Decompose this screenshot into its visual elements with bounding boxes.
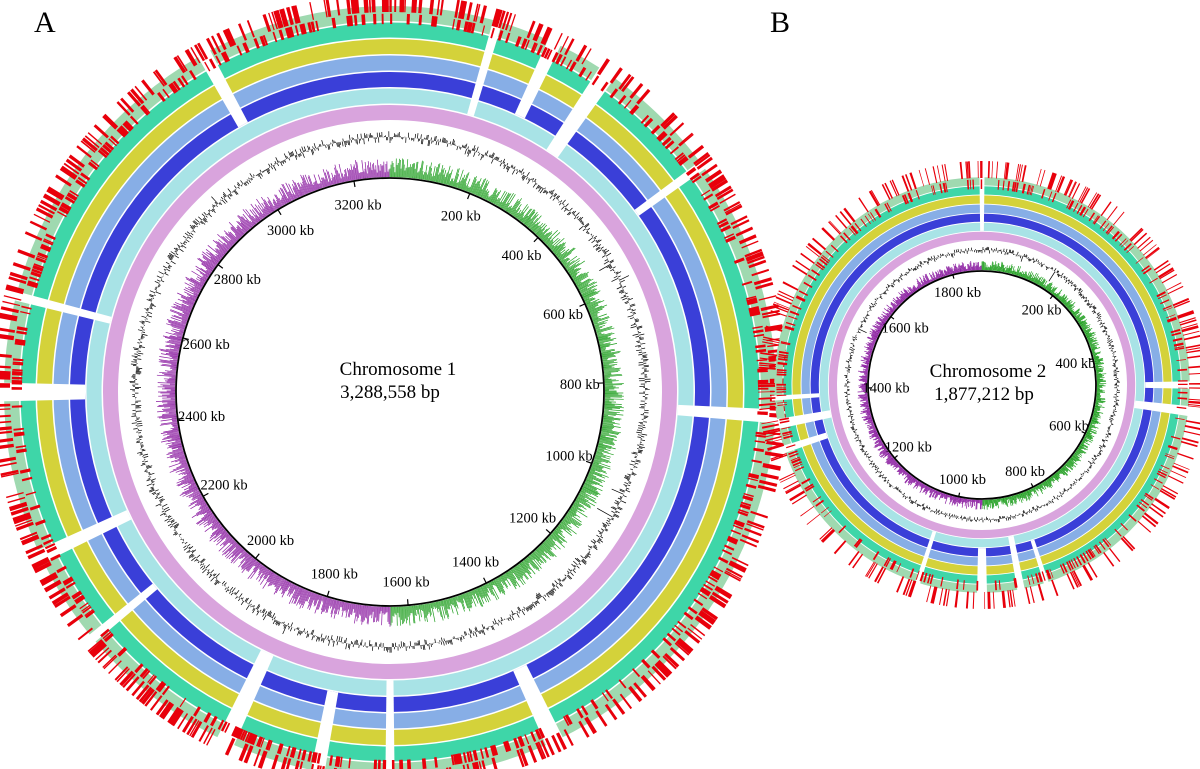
ring-gap — [677, 404, 780, 424]
tick-mark — [958, 492, 961, 497]
tick-mark — [277, 209, 282, 216]
backbone-circle — [867, 270, 1097, 500]
tick-mark — [467, 193, 471, 200]
tick-mark — [483, 577, 487, 584]
gc-skew-positive-track — [389, 158, 624, 626]
ring-gap — [976, 548, 988, 596]
tick-mark — [894, 455, 898, 459]
tick-mark — [202, 492, 209, 497]
tick-mark — [177, 417, 184, 420]
tick-mark — [326, 590, 330, 597]
tick-label: 1200 kb — [885, 440, 932, 456]
ring-gap — [514, 36, 563, 119]
tick-label: 800 kb — [560, 377, 600, 393]
tick-label: 400 kb — [1055, 356, 1095, 372]
ring-gap — [1008, 535, 1026, 593]
ring-gap — [34, 510, 132, 565]
ring-lavender — [828, 231, 1136, 539]
tick-mark — [182, 337, 189, 341]
tick-mark — [255, 553, 260, 559]
gc-content-track — [129, 131, 651, 653]
ring-gap — [0, 382, 86, 402]
tick-label: 2000 kb — [247, 533, 294, 549]
tick-mark — [1081, 431, 1086, 434]
tick-label: 600 kb — [543, 307, 583, 323]
chromosome-2-rings — [758, 161, 1200, 609]
tick-label: 3000 kb — [267, 223, 314, 239]
chromosome-1-ticks: 200 kb 400 kb 600 kb 800 kb 1000 kb 1200 kb 14… — [175, 177, 605, 607]
tick-label: 2400 kb — [178, 409, 225, 425]
chromosome-2-ticks: 200 kb 400 kb 600 kb 800 kb 1000 kb 1200 kb 14… — [862, 270, 1097, 500]
tick-label: 200 kb — [441, 209, 481, 225]
chromosome-2-map: 200 kb 400 kb 600 kb 800 kb 1000 kb 1200 kb 14… — [758, 6, 1200, 609]
gc-skew-positive-track — [981, 261, 1107, 510]
tick-label: 1400 kb — [452, 555, 499, 571]
gc-content-track — [844, 246, 1120, 523]
ring-gap — [385, 680, 395, 769]
ring-gap — [86, 583, 158, 644]
tick-mark — [890, 316, 895, 320]
tick-label: 1800 kb — [934, 285, 981, 301]
ring-lavender — [103, 105, 677, 679]
tick-mark — [533, 237, 539, 243]
tick-label: 1000 kb — [939, 472, 986, 488]
gc-skew-negative-track — [155, 159, 391, 627]
ring-gap — [215, 650, 274, 749]
tick-mark — [1049, 295, 1054, 300]
tick-label: 3200 kb — [334, 198, 381, 214]
panel-label-a: A — [34, 6, 56, 39]
tick-mark — [545, 529, 552, 534]
tick-label: 1400 kb — [862, 381, 909, 397]
ring-gap — [780, 432, 828, 454]
ring-gap — [1134, 400, 1192, 417]
ring-gap — [196, 47, 248, 128]
ring-gap — [914, 530, 937, 587]
ring-gap — [1145, 381, 1193, 389]
gc-skew-negative-track — [857, 260, 983, 510]
ring-gap — [311, 690, 339, 769]
ring-gap — [513, 664, 565, 749]
tick-label: 800 kb — [1005, 464, 1045, 480]
tick-label: 1200 kb — [509, 511, 556, 527]
ring-gap — [11, 290, 112, 324]
chromosome-2-size: 1,877,212 bp — [934, 384, 1034, 405]
tick-label: 600 kb — [1049, 419, 1089, 435]
tick-mark — [217, 264, 224, 269]
ring-gap — [774, 410, 832, 430]
tick-label: 1600 kb — [882, 320, 929, 336]
chromosome-1-title: Chromosome 1 — [340, 359, 457, 380]
tick-mark — [406, 599, 409, 606]
backbone-circle — [175, 177, 605, 607]
chromosome-1-map: 200 kb 400 kb 600 kb 800 kb 1000 kb 1200 kb 14… — [0, 0, 788, 769]
tick-label: 2200 kb — [201, 478, 248, 494]
chromosome-2-title: Chromosome 2 — [930, 361, 1047, 382]
ring-gap — [1030, 539, 1050, 587]
ring-gap — [546, 64, 617, 158]
tick-mark — [353, 180, 356, 188]
tick-mark — [1088, 358, 1094, 361]
chromosome-1-size: 3,288,558 bp — [340, 382, 440, 403]
tick-label: 1800 kb — [311, 567, 358, 583]
ring-gap — [467, 16, 504, 116]
tick-label: 400 kb — [502, 248, 542, 264]
tick-mark — [579, 303, 586, 307]
tick-mark — [585, 460, 592, 464]
tick-label: 1000 kb — [546, 448, 593, 464]
tick-label: 2600 kb — [183, 337, 230, 353]
tick-label: 200 kb — [1022, 303, 1062, 319]
tick-label: 2800 kb — [214, 272, 261, 288]
panel-label-b: B — [770, 6, 790, 39]
tick-label: 1600 kb — [383, 574, 430, 590]
tick-mark — [1030, 483, 1034, 488]
tick-mark — [952, 274, 955, 279]
